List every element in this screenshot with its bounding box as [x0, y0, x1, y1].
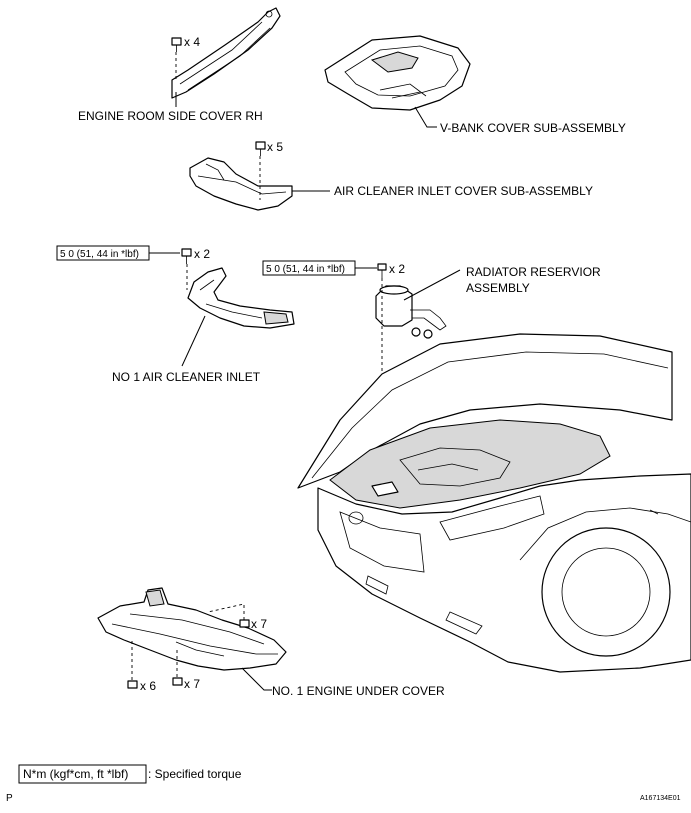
bolt-icon: [255, 141, 266, 156]
label-air-cleaner-inlet-cover: AIR CLEANER INLET COVER SUB-ASSEMBLY: [334, 184, 593, 198]
torque-value-air-inlet: 5 0 (51, 44 in *lbf): [60, 249, 139, 260]
radiator-reservoir-part: [375, 285, 447, 339]
label-engine-room-side-cover: ENGINE ROOM SIDE COVER RH: [78, 109, 263, 123]
legend-description: : Specified torque: [148, 767, 242, 781]
reservoir-bolt-qty: x 2: [389, 262, 405, 276]
under-cover-bolt-qty-left: x 6: [140, 679, 156, 693]
under-cover-bolt-qty-upper: x 7: [251, 617, 267, 631]
side-cover-bolt-qty: x 4: [184, 35, 200, 49]
v-bank-cover-part: [324, 35, 471, 111]
bolt-icon: [171, 37, 182, 52]
leader-line: [403, 269, 461, 301]
inlet-cover-bolt-qty: x 5: [267, 140, 283, 154]
bolt-icon: [377, 263, 387, 278]
label-radiator-reservoir-line2: ASSEMBLY: [466, 281, 530, 295]
leader-line: [414, 106, 437, 128]
air-cleaner-inlet-cover-part: [189, 157, 293, 211]
leader-line: [241, 667, 272, 691]
legend-torque-box: [18, 764, 147, 784]
label-no1-engine-under-cover: NO. 1 ENGINE UNDER COVER: [272, 684, 445, 698]
bolt-icon: [239, 619, 250, 628]
label-v-bank-cover: V-BANK COVER SUB-ASSEMBLY: [440, 121, 626, 135]
label-radiator-reservoir-line1: RADIATOR RESERVIOR: [466, 265, 601, 279]
bolt-icon: [127, 680, 138, 689]
label-no1-air-cleaner-inlet: NO 1 AIR CLEANER INLET: [112, 370, 261, 384]
engine-under-cover-part: [97, 587, 287, 671]
under-cover-bolt-qty-mid: x 7: [184, 677, 200, 691]
figure-id: A167134E01: [640, 795, 681, 802]
torque-value-reservoir: 5 0 (51, 44 in *lbf): [266, 264, 345, 275]
legend-unit-text: N*m (kgf*cm, ft *lbf): [23, 767, 128, 781]
bolt-icon: [172, 677, 183, 686]
air-cleaner-inlet-part: [187, 267, 295, 329]
vehicle-front-illustration: [297, 333, 691, 673]
leader-line: [181, 315, 206, 367]
footer-code: P: [6, 793, 13, 804]
engine-room-side-cover-part: [171, 7, 281, 99]
air-inlet-bolt-qty: x 2: [194, 247, 210, 261]
bolt-icon: [181, 248, 192, 264]
